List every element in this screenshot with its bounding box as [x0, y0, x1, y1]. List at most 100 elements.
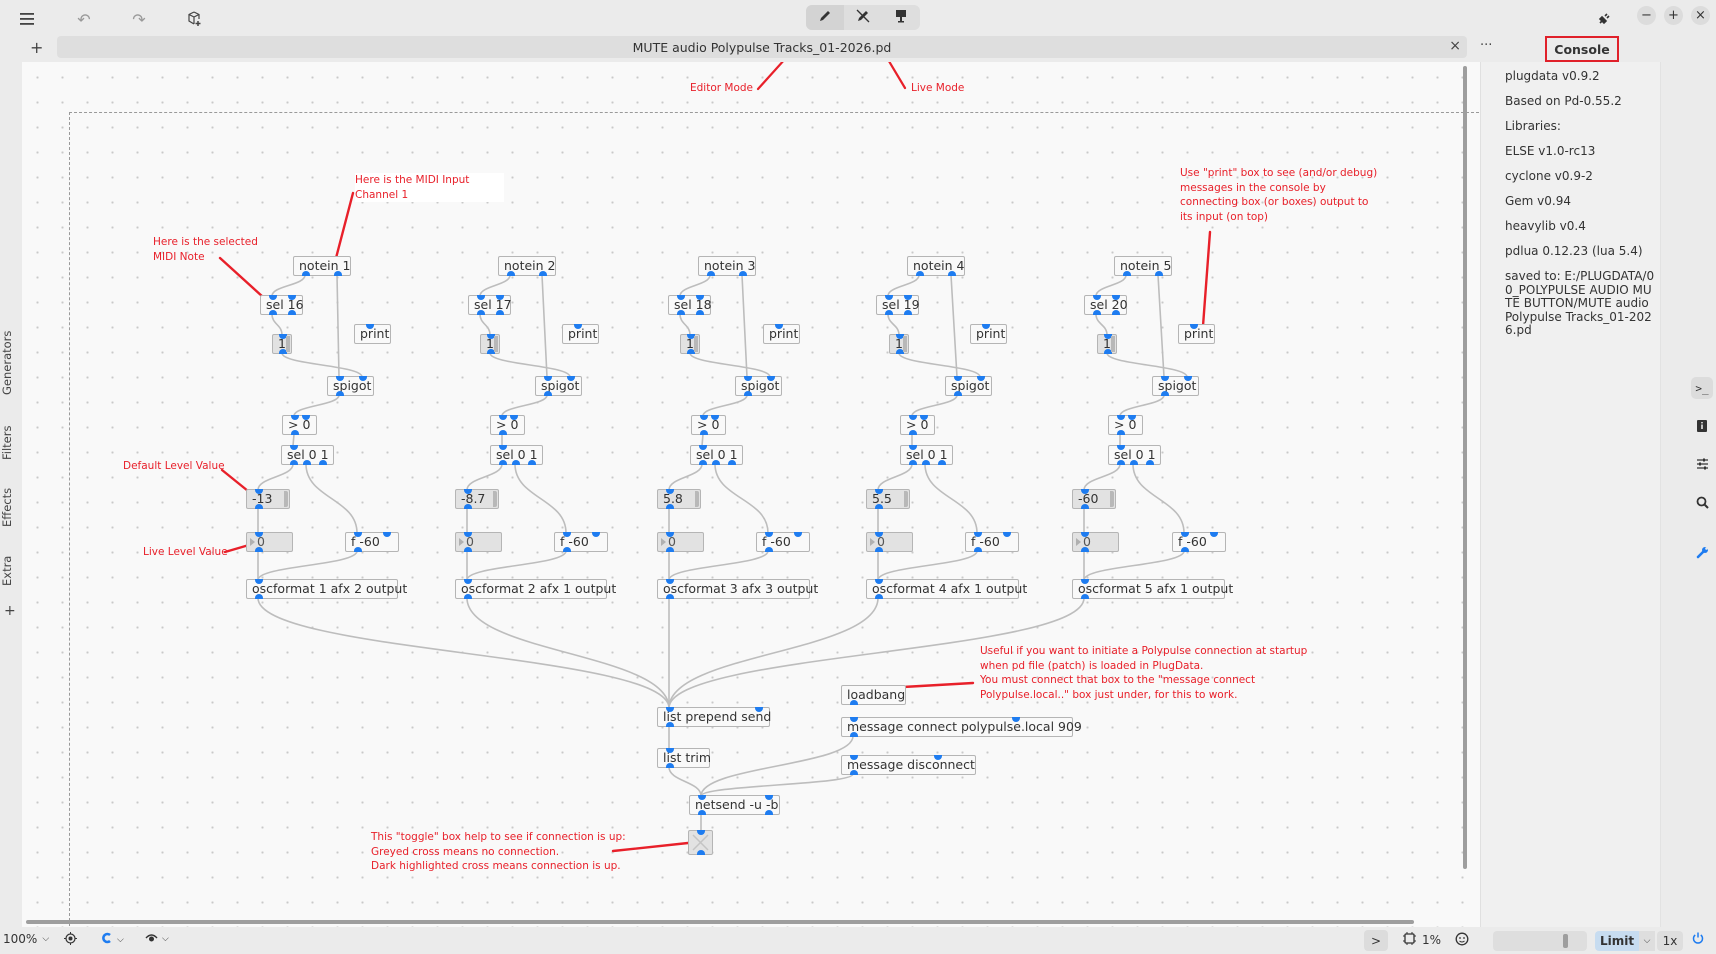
rail-generators[interactable]: Generators: [0, 330, 14, 395]
volume-slider[interactable]: [1493, 931, 1587, 951]
inlet[interactable]: [499, 415, 507, 420]
inlet[interactable]: [1128, 415, 1136, 420]
outlet[interactable]: [739, 271, 747, 276]
f-60-object[interactable]: f -60: [1172, 532, 1226, 552]
outlet[interactable]: [464, 594, 472, 599]
patch-tab[interactable]: MUTE audio Polypulse Tracks_01-2026.pd ×: [57, 36, 1467, 58]
redo-icon[interactable]: ↷: [132, 9, 146, 29]
inlet[interactable]: [1081, 579, 1089, 584]
live-level-number[interactable]: 0: [657, 532, 704, 552]
inlet[interactable]: [920, 415, 928, 420]
inlet[interactable]: [755, 707, 763, 712]
maximize-button[interactable]: +: [1664, 6, 1683, 25]
greater-than-object[interactable]: > 0: [282, 415, 317, 435]
inlet[interactable]: [700, 415, 708, 420]
live-level-number[interactable]: 0: [246, 532, 293, 552]
outlet[interactable]: [496, 310, 504, 315]
outlet[interactable]: [334, 271, 342, 276]
outlet[interactable]: [336, 391, 344, 396]
outlet[interactable]: [269, 310, 277, 315]
inlet[interactable]: [510, 415, 518, 420]
inlet[interactable]: [677, 295, 685, 300]
inlet[interactable]: [291, 415, 299, 420]
oversample-button[interactable]: 1x: [1657, 931, 1683, 951]
inlet[interactable]: [255, 579, 263, 584]
inlet[interactable]: [563, 532, 571, 537]
outlet[interactable]: [687, 349, 695, 354]
oscformat-object[interactable]: oscformat 5 afx 1 output: [1072, 579, 1233, 599]
inlet[interactable]: [288, 295, 296, 300]
outlet[interactable]: [354, 547, 362, 552]
outlet[interactable]: [700, 430, 708, 435]
volume-slider-handle[interactable]: [1563, 934, 1568, 948]
outlet[interactable]: [896, 349, 904, 354]
f-60-object[interactable]: f -60: [345, 532, 399, 552]
loadbang-object[interactable]: loadbang: [841, 685, 906, 705]
outlet[interactable]: [499, 430, 507, 435]
inlet[interactable]: [875, 489, 883, 494]
wrench-icon[interactable]: [1691, 541, 1713, 563]
console-icon[interactable]: >_: [1691, 377, 1713, 399]
audio-emoji-icon[interactable]: [1455, 932, 1469, 946]
minimize-button[interactable]: −: [1637, 6, 1656, 25]
greater-than-object[interactable]: > 0: [1108, 415, 1143, 435]
inlet[interactable]: [574, 324, 582, 329]
outlet[interactable]: [507, 271, 515, 276]
default-level-number[interactable]: 5.5: [866, 489, 910, 509]
inlet[interactable]: [698, 795, 706, 800]
oscformat-object[interactable]: oscformat 4 afx 1 output: [866, 579, 1027, 599]
greater-than-object[interactable]: > 0: [691, 415, 726, 435]
inlet[interactable]: [1210, 532, 1218, 537]
outlet[interactable]: [875, 594, 883, 599]
spigot-object[interactable]: spigot: [535, 376, 582, 396]
outlet[interactable]: [875, 547, 883, 552]
print-object[interactable]: print: [1178, 324, 1215, 344]
live-level-number[interactable]: 0: [1072, 532, 1119, 552]
outlet[interactable]: [255, 594, 263, 599]
outlet[interactable]: [712, 460, 720, 465]
sel-0-1-object[interactable]: sel 0 1: [490, 445, 543, 465]
limiter-button[interactable]: Limit: [1595, 931, 1639, 951]
inlet[interactable]: [767, 376, 775, 381]
outlet[interactable]: [948, 271, 956, 276]
print-object[interactable]: print: [763, 324, 800, 344]
inlet[interactable]: [255, 532, 263, 537]
outlet[interactable]: [1112, 310, 1120, 315]
notein-object[interactable]: notein 1: [293, 256, 351, 276]
default-level-number[interactable]: -8.7: [455, 489, 499, 509]
spigot-object[interactable]: spigot: [1152, 376, 1199, 396]
presentation-mode-button[interactable]: [882, 5, 920, 30]
outlet[interactable]: [698, 810, 706, 815]
sel-0-1-object[interactable]: sel 0 1: [281, 445, 334, 465]
spigot-object[interactable]: spigot: [735, 376, 782, 396]
spigot-object[interactable]: spigot: [327, 376, 374, 396]
sel-object[interactable]: sel 20: [1084, 295, 1128, 315]
inlet[interactable]: [302, 415, 310, 420]
oscformat-object[interactable]: oscformat 1 afx 2 output: [246, 579, 407, 599]
outlet[interactable]: [728, 460, 736, 465]
inlet[interactable]: [336, 376, 344, 381]
inlet[interactable]: [666, 579, 674, 584]
add-tab-button[interactable]: +: [30, 38, 44, 57]
message-disconnect-object[interactable]: message disconnect: [841, 755, 976, 775]
outlet[interactable]: [707, 271, 715, 276]
inlet[interactable]: [1081, 489, 1089, 494]
outlet[interactable]: [697, 850, 705, 855]
zoom-level-dropdown[interactable]: 100% ⌵: [3, 932, 49, 946]
outlet[interactable]: [1155, 271, 1163, 276]
outlet[interactable]: [477, 310, 485, 315]
inlet[interactable]: [464, 532, 472, 537]
outlet[interactable]: [1117, 430, 1125, 435]
sel-object[interactable]: sel 19: [876, 295, 920, 315]
inlet[interactable]: [765, 532, 773, 537]
f-60-object[interactable]: f -60: [554, 532, 608, 552]
outlet[interactable]: [909, 460, 917, 465]
rail-filters[interactable]: Filters: [0, 425, 14, 460]
vertical-scrollbar[interactable]: [1463, 66, 1467, 869]
inlet[interactable]: [885, 295, 893, 300]
outlet[interactable]: [677, 310, 685, 315]
outlet[interactable]: [1081, 594, 1089, 599]
f-60-object[interactable]: f -60: [756, 532, 810, 552]
edit-mode-button[interactable]: [806, 5, 844, 30]
sel-0-1-object[interactable]: sel 0 1: [900, 445, 953, 465]
